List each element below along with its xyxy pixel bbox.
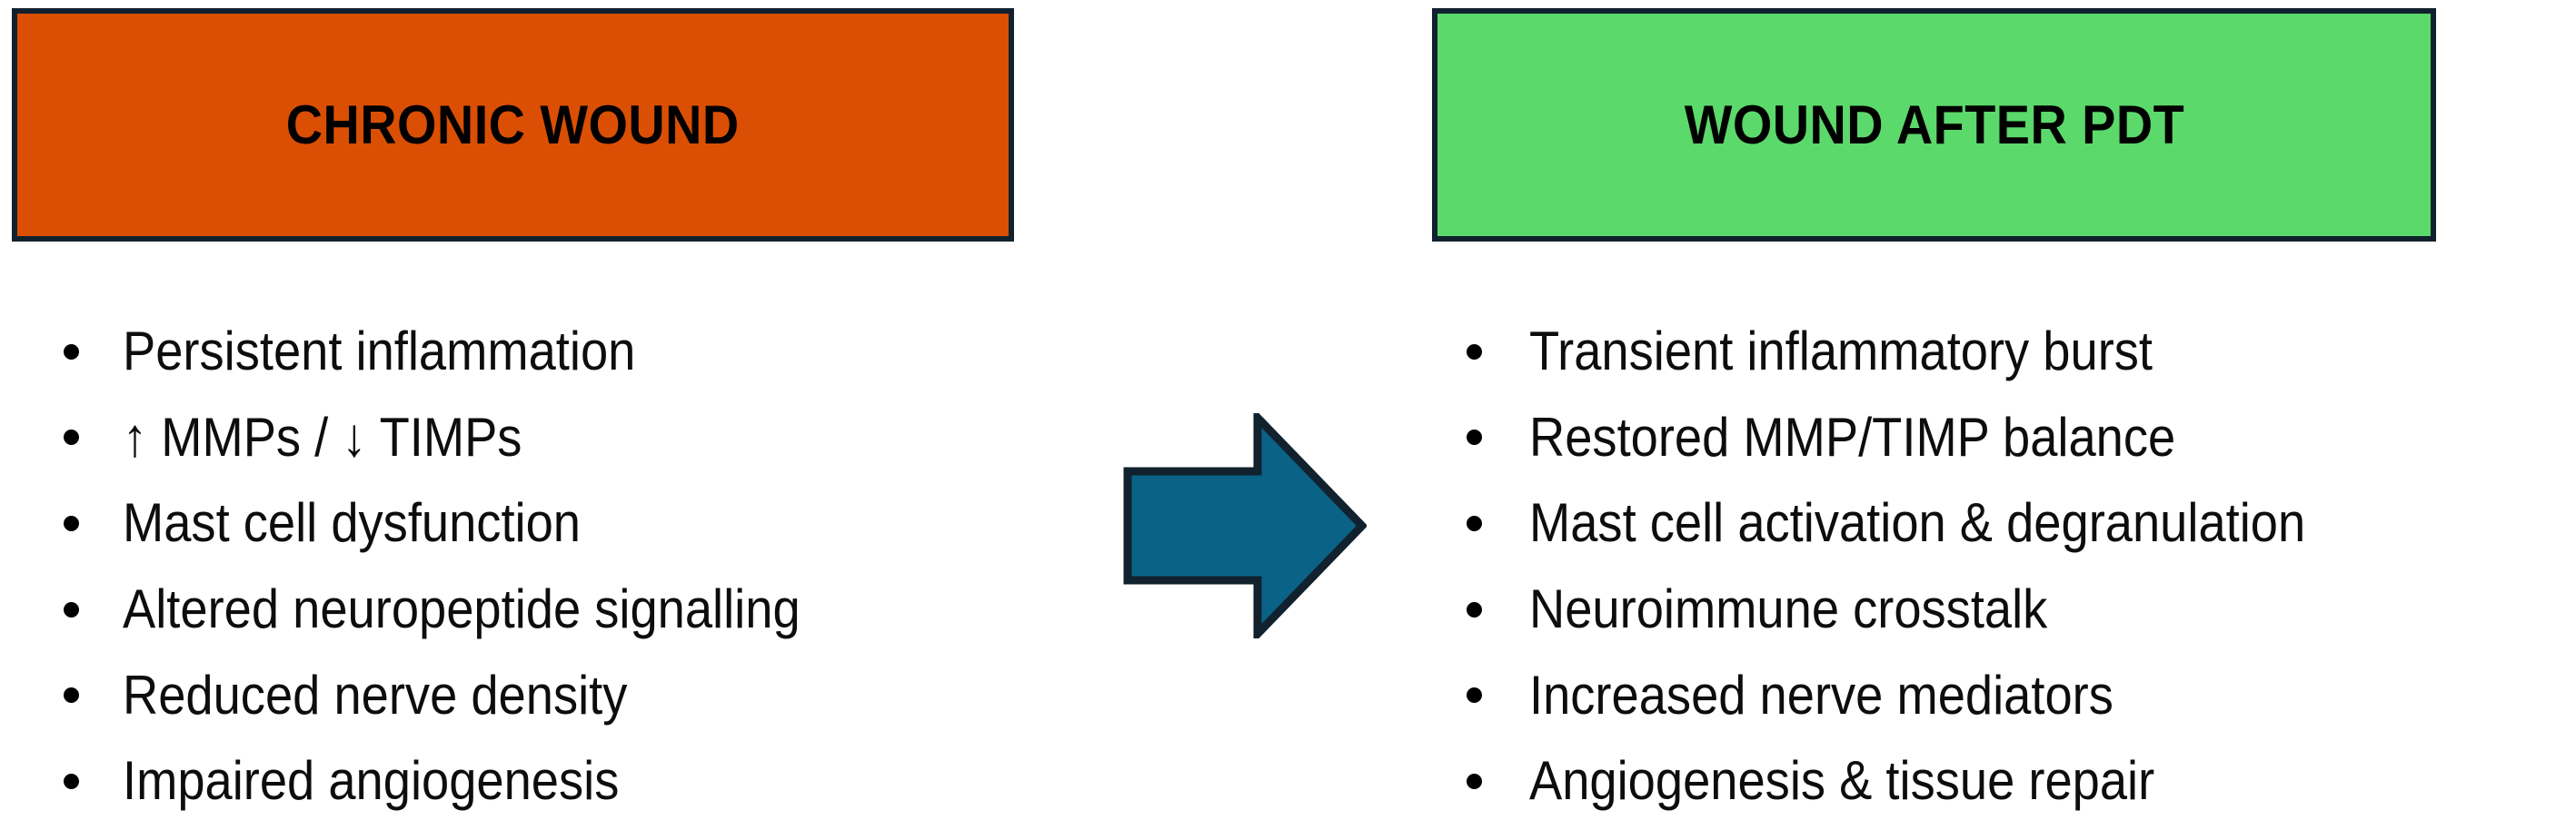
list-item: Mast cell dysfunction: [0, 480, 1145, 567]
list-item-label: Altered neuropeptide signalling: [123, 578, 801, 640]
list-item-label: Increased nerve mediators: [1529, 664, 2114, 726]
list-item-label: ↑ MMPs / ↓ TIMPs: [123, 406, 522, 468]
bullet-dot-icon: [1467, 515, 1482, 531]
bullet-dot-icon: [1467, 601, 1482, 618]
bullet-dot-icon: [1467, 773, 1482, 789]
list-item: ↑ MMPs / ↓ TIMPs: [0, 395, 1145, 481]
list-item-label: Transient inflammatory burst: [1529, 321, 2153, 382]
list-item-label: Mast cell activation & degranulation: [1529, 492, 2306, 554]
chronic-wound-header-box: CHRONIC WOUND: [12, 8, 1014, 242]
list-item: Mast cell activation & degranulation: [1396, 480, 2576, 567]
chronic-wound-title: CHRONIC WOUND: [286, 94, 740, 155]
wound-after-pdt-title: WOUND AFTER PDT: [1684, 94, 2184, 155]
list-item: Transient inflammatory burst: [1396, 309, 2576, 395]
bullet-dot-icon: [64, 773, 79, 789]
list-item-label: Mast cell dysfunction: [123, 492, 582, 554]
bullet-dot-icon: [64, 430, 79, 446]
list-item-label: Angiogenesis & tissue repair: [1529, 750, 2155, 812]
bullet-dot-icon: [64, 601, 79, 618]
bullet-dot-icon: [1467, 687, 1482, 704]
wound-after-pdt-bullet-list: Transient inflammatory burst Restored MM…: [1396, 309, 2576, 825]
bullet-dot-icon: [1467, 430, 1482, 446]
list-item: Reduced nerve density: [0, 652, 1145, 738]
list-item-label: Persistent inflammation: [123, 321, 636, 382]
list-item-label: Reduced nerve density: [123, 664, 628, 726]
bullet-dot-icon: [1467, 343, 1482, 360]
list-item: Angiogenesis & tissue repair: [1396, 738, 2576, 825]
list-item-label: Impaired angiogenesis: [123, 750, 620, 812]
bullet-dot-icon: [64, 687, 79, 704]
list-item-label: Neuroimmune crosstalk: [1529, 578, 2048, 640]
bullet-dot-icon: [64, 343, 79, 360]
list-item: Persistent inflammation: [0, 309, 1145, 395]
list-item: Increased nerve mediators: [1396, 652, 2576, 738]
list-item: Impaired angiogenesis: [0, 738, 1145, 825]
right-arrow-icon: [1123, 407, 1368, 645]
wound-after-pdt-header-box: WOUND AFTER PDT: [1432, 8, 2436, 242]
bullet-dot-icon: [64, 515, 79, 531]
list-item: Altered neuropeptide signalling: [0, 567, 1145, 653]
list-item: Restored MMP/TIMP balance: [1396, 395, 2576, 481]
list-item: Neuroimmune crosstalk: [1396, 567, 2576, 653]
list-item-label: Restored MMP/TIMP balance: [1529, 406, 2176, 468]
chronic-wound-bullet-list: Persistent inflammation ↑ MMPs / ↓ TIMPs…: [0, 309, 1145, 825]
